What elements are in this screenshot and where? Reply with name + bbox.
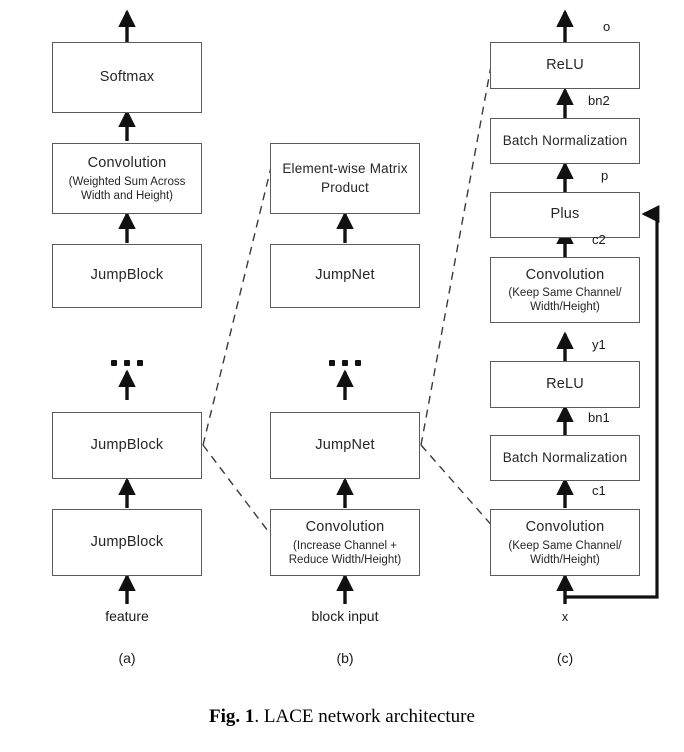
panel-label-c: (c) (556, 650, 574, 666)
dashed-connectors-a-to-b (202, 142, 278, 544)
edge-label-p: p (601, 168, 609, 183)
node-title: JumpBlock (90, 267, 164, 284)
node-subtitle: (Increase Channel + Reduce Width/Height) (288, 539, 402, 566)
ellipsis-dot (329, 360, 335, 366)
node-title: Convolution (525, 266, 605, 283)
node-jumpblock-mid[interactable]: JumpBlock (52, 412, 202, 479)
edge-label-o: o (603, 19, 611, 34)
node-title: ReLU (546, 56, 584, 73)
node-title: Batch Normalization (502, 132, 628, 148)
ellipsis-dot (111, 360, 117, 366)
node-element-wise-matrix-product[interactable]: Element-wise Matrix Product (270, 143, 420, 214)
node-jumpnet-bottom[interactable]: JumpNet (270, 412, 420, 479)
node-title: Convolution (525, 519, 605, 536)
node-title: JumpNet (315, 267, 375, 284)
ellipsis-dot (124, 360, 130, 366)
node-title: Batch Normalization (502, 449, 628, 465)
node-relu-1[interactable]: ReLU (490, 361, 640, 408)
node-subtitle: (Weighted Sum Across Width and Height) (68, 175, 186, 202)
node-title: Convolution (87, 155, 167, 172)
edge-label-y1: y1 (592, 337, 606, 352)
dashed-a-jumpblock-to-product (202, 142, 278, 446)
node-title: ReLU (546, 375, 584, 392)
edge-label-c1: c1 (592, 483, 606, 498)
input-label-feature: feature (105, 608, 149, 624)
panel-label-b: (b) (336, 650, 354, 666)
caption-figure-number: Fig. 1 (209, 706, 255, 727)
node-jumpblock-bottom[interactable]: JumpBlock (52, 509, 202, 576)
edge-label-c2: c2 (592, 232, 606, 247)
node-title: JumpBlock (90, 436, 164, 453)
node-convolution-weighted-sum[interactable]: Convolution (Weighted Sum Across Width a… (52, 143, 202, 214)
caption-text: . LACE network architecture (254, 706, 475, 727)
node-title: Plus (550, 206, 580, 223)
figure-caption: Fig. 1. LACE network architecture (0, 706, 684, 728)
node-batch-normalization-2[interactable]: Batch Normalization (490, 118, 640, 164)
input-label-block-input: block input (311, 608, 379, 624)
ellipsis-dot (137, 360, 143, 366)
node-title: Softmax (99, 68, 155, 85)
node-convolution-increase-channel[interactable]: Convolution (Increase Channel + Reduce W… (270, 509, 420, 576)
dashed-a-jumpblock-to-conv (202, 444, 278, 544)
node-title: Convolution (305, 519, 385, 536)
node-plus[interactable]: Plus (490, 192, 640, 238)
ellipsis-dot (342, 360, 348, 366)
node-jumpblock-top[interactable]: JumpBlock (52, 244, 202, 308)
dashed-b-jumpnet-to-conv (420, 444, 495, 529)
node-title: JumpBlock (90, 533, 164, 550)
ellipsis-column-a (111, 360, 143, 366)
input-label-x: x (561, 610, 569, 624)
node-batch-normalization-1[interactable]: Batch Normalization (490, 435, 640, 481)
node-subtitle: (Keep Same Channel/ Width/Height) (508, 287, 622, 314)
node-jumpnet-top[interactable]: JumpNet (270, 244, 420, 308)
dashed-b-jumpnet-to-relu (420, 49, 495, 446)
panel-label-a: (a) (118, 650, 136, 666)
edge-label-bn1: bn1 (588, 410, 610, 425)
edge-label-bn2: bn2 (588, 93, 610, 108)
ellipsis-dot (355, 360, 361, 366)
node-title: JumpNet (315, 436, 375, 453)
node-softmax[interactable]: Softmax (52, 42, 202, 113)
node-relu-2[interactable]: ReLU (490, 42, 640, 89)
node-convolution-2[interactable]: Convolution (Keep Same Channel/ Width/He… (490, 257, 640, 323)
ellipsis-column-b (329, 360, 361, 366)
node-subtitle: (Keep Same Channel/ Width/Height) (508, 539, 622, 566)
dashed-connectors-b-to-c (420, 49, 495, 529)
node-convolution-1[interactable]: Convolution (Keep Same Channel/ Width/He… (490, 509, 640, 576)
node-title: Element-wise Matrix Product (282, 161, 408, 195)
